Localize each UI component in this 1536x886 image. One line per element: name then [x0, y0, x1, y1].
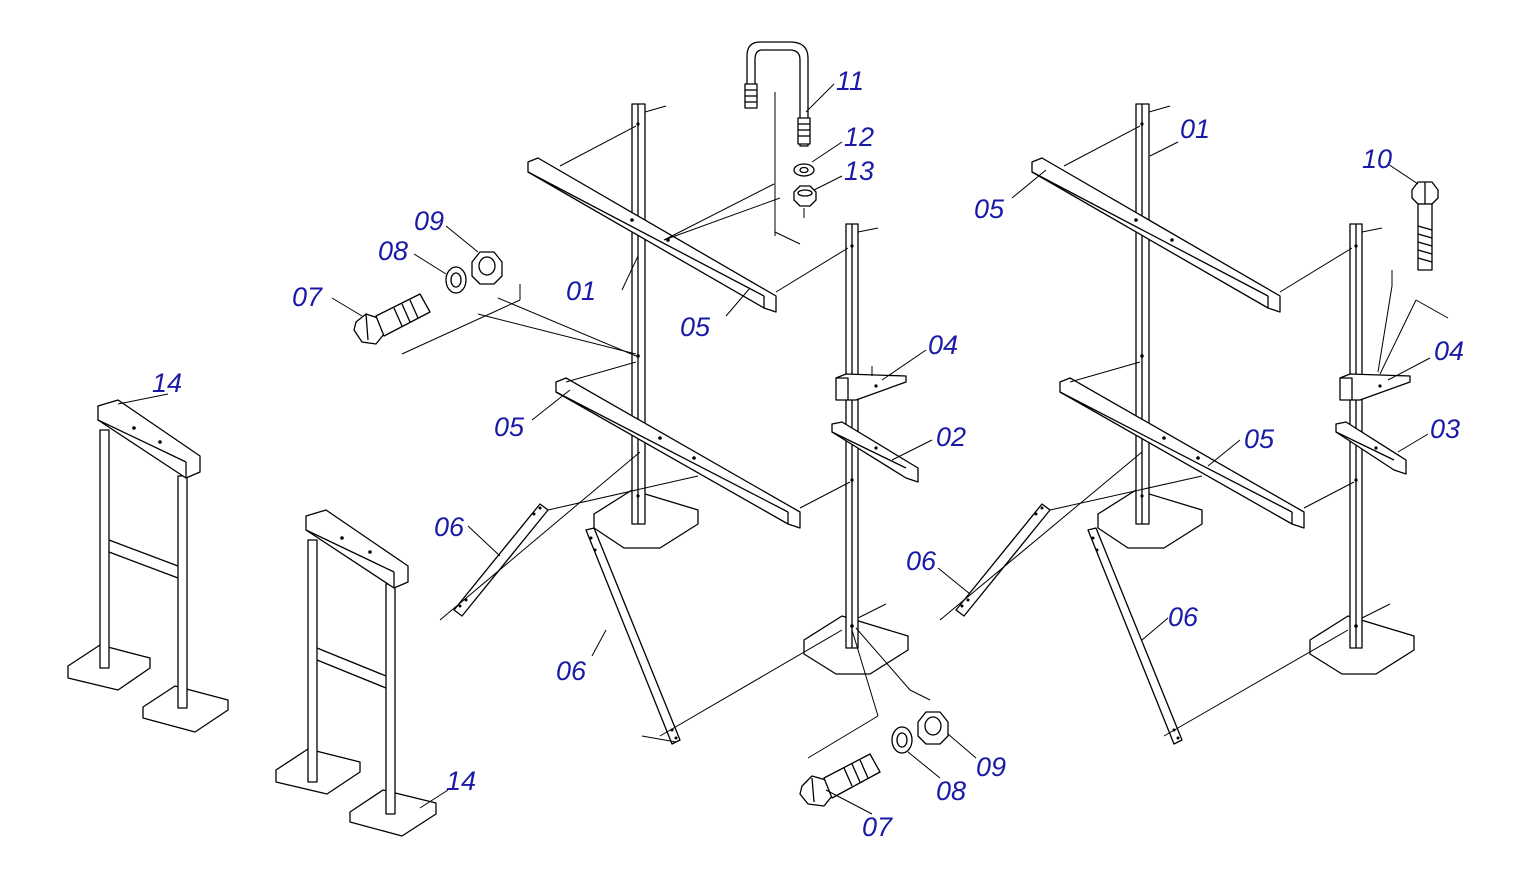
- label-14-upper: 14: [152, 368, 182, 398]
- label-06-right-lower: 06: [1168, 602, 1199, 632]
- u-bolt-assembly: [663, 41, 817, 245]
- part-labels: 14 14 11 12 13 09 08 07 01 05 05 04 02 0…: [152, 66, 1464, 842]
- label-07-lower: 07: [862, 812, 893, 842]
- leader-lines: [117, 83, 1431, 815]
- label-11: 11: [836, 66, 864, 96]
- label-06-right-upper: 06: [906, 546, 937, 576]
- label-10: 10: [1362, 144, 1392, 174]
- label-04-right: 04: [1434, 336, 1464, 366]
- label-08-upper: 08: [378, 236, 408, 266]
- label-12: 12: [844, 122, 874, 152]
- label-05-left-lower: 05: [494, 412, 525, 442]
- label-01-right: 01: [1180, 114, 1210, 144]
- support-stand-a: [67, 399, 229, 733]
- label-05-left-upper: 05: [680, 312, 711, 342]
- bolt-set-upper: [353, 251, 637, 357]
- frame-right: [939, 103, 1449, 745]
- label-09-upper: 09: [414, 206, 444, 236]
- frame-left: [439, 103, 919, 745]
- label-14-lower: 14: [446, 766, 476, 796]
- label-01-left: 01: [566, 276, 596, 306]
- label-08-lower: 08: [936, 776, 966, 806]
- label-03: 03: [1430, 414, 1460, 444]
- support-stand-b: [275, 509, 437, 837]
- label-02: 02: [936, 422, 966, 452]
- label-09-lower: 09: [976, 752, 1006, 782]
- label-05-right-upper: 05: [974, 194, 1005, 224]
- label-13: 13: [844, 156, 874, 186]
- label-06-left-upper: 06: [434, 512, 465, 542]
- label-06-left-lower: 06: [556, 656, 587, 686]
- label-04-left: 04: [928, 330, 958, 360]
- bolt-set-lower: [799, 627, 949, 807]
- label-07-upper: 07: [292, 282, 323, 312]
- label-05-right-lower: 05: [1244, 424, 1275, 454]
